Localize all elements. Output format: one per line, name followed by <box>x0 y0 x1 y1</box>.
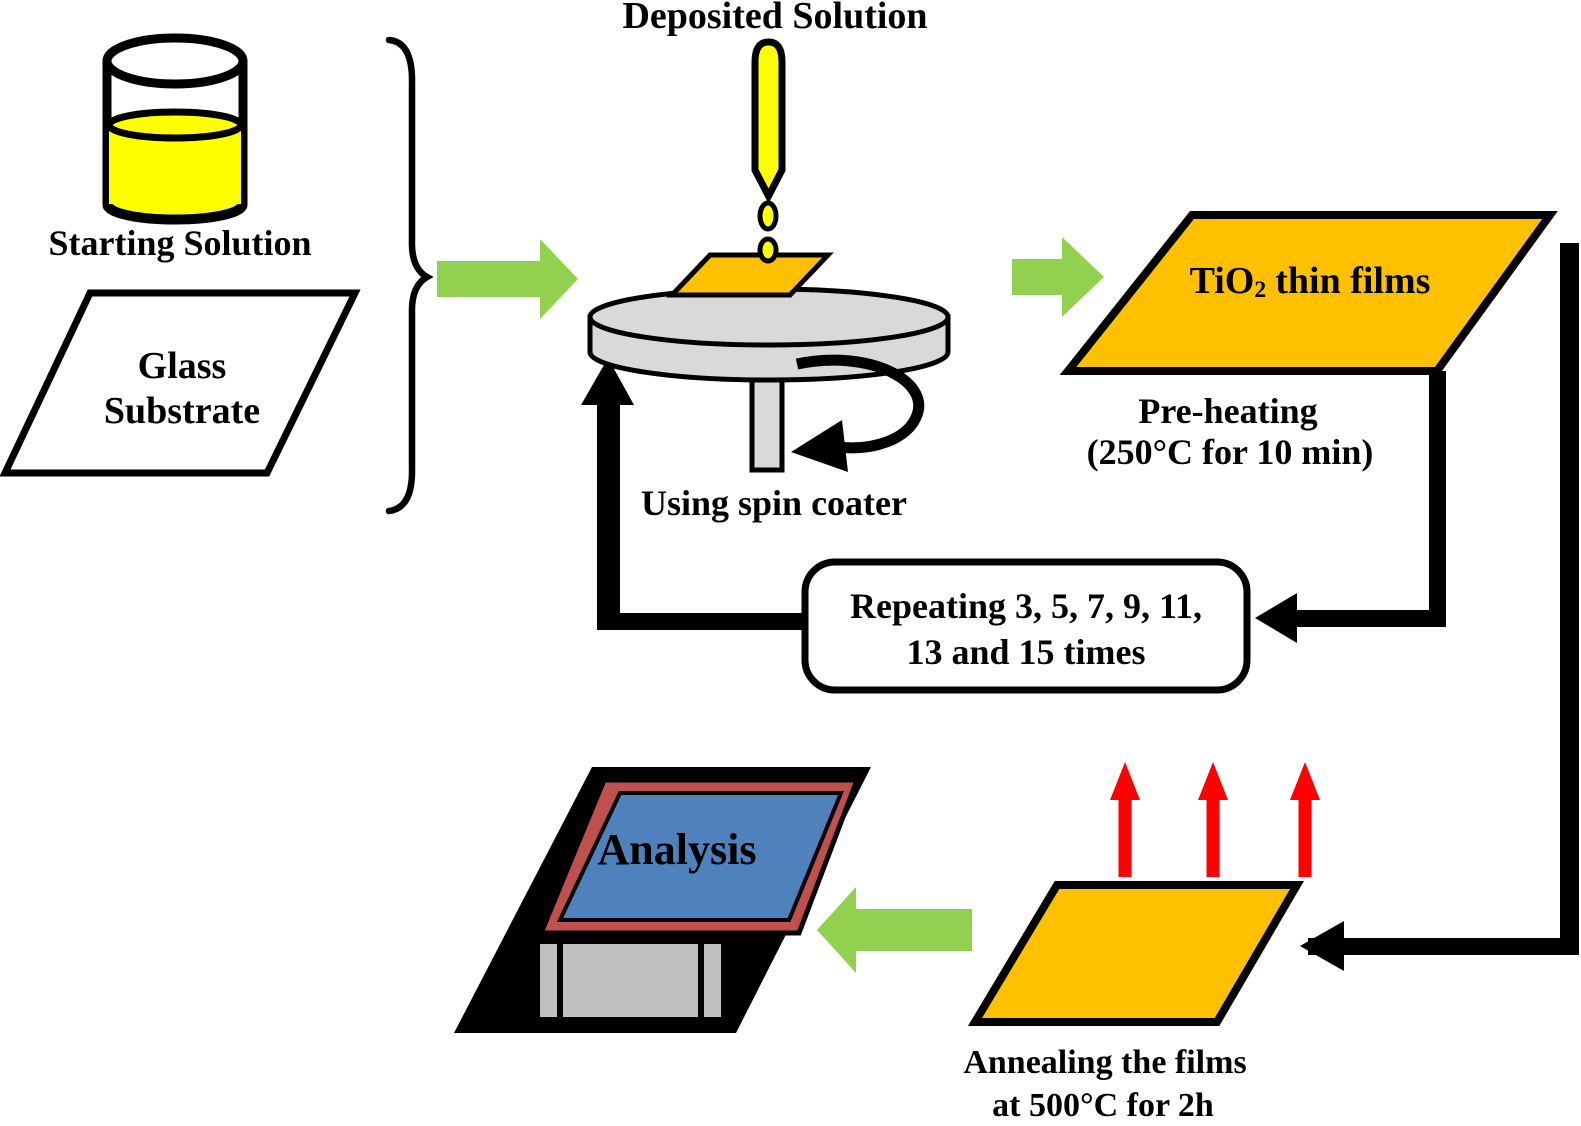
tio2-thin-films-label: TiO2 thin films <box>1189 260 1431 304</box>
laptop-keyboard <box>536 940 725 1021</box>
using-spin-coater-label: Using spin coater <box>640 483 908 523</box>
glass-substrate-shape <box>0 289 361 477</box>
connector-films-to-annealing <box>1300 243 1579 971</box>
tio2-label-prefix: TiO <box>1189 260 1255 302</box>
annealing-film-shape <box>967 881 1304 1026</box>
annealing-label-line1: Annealing the films <box>963 1044 1247 1081</box>
glass-substrate-label-line1: Glass <box>137 345 227 387</box>
coated-substrate-shape <box>666 252 834 298</box>
droplet-icon <box>757 236 779 264</box>
heat-arrow-icon <box>1198 762 1228 877</box>
tio2-film-shape <box>1059 211 1558 375</box>
analysis-label: Analysis <box>597 825 757 874</box>
repeat-label-line1: Repeating 3, 5, 7, 9, 11, <box>849 586 1203 626</box>
heat-arrow-icon <box>1110 762 1140 877</box>
tio2-label-suffix: thin films <box>1275 260 1431 302</box>
spin-coater-shaft <box>749 377 785 473</box>
rotation-arrow-icon <box>791 354 925 472</box>
dropper-icon <box>751 38 786 264</box>
connector-repeat-to-coater <box>581 358 805 630</box>
arrow-coater-to-films-icon <box>1012 237 1104 317</box>
preheating-label-line1: Pre-heating <box>1138 391 1318 431</box>
repeat-box <box>801 558 1251 694</box>
arrow-inputs-to-coater-icon <box>437 239 578 319</box>
annealing-group <box>967 762 1320 1026</box>
beaker-icon <box>102 33 248 225</box>
deposited-solution-label: Deposited Solution <box>622 0 928 37</box>
brace-icon <box>385 36 434 515</box>
repeat-label-line2: 13 and 15 times <box>906 632 1146 672</box>
droplet-icon <box>757 200 779 232</box>
laptop-screen <box>556 791 844 922</box>
heat-arrow-icon <box>1290 762 1320 877</box>
connector-films-to-repeat <box>1255 371 1446 643</box>
spin-coater-icon <box>587 252 951 473</box>
starting-solution-label: Starting Solution <box>48 223 312 263</box>
beaker-rim <box>102 33 248 89</box>
laptop-icon <box>454 767 871 1033</box>
tio2-label-subscript: 2 <box>1254 277 1267 304</box>
annealing-label-line2: at 500°C for 2h <box>992 1087 1214 1124</box>
preheating-label-line2: (250°C for 10 min) <box>1086 432 1374 472</box>
glass-substrate-label-line2: Substrate <box>103 390 261 432</box>
arrow-annealing-to-analysis-icon <box>817 887 972 973</box>
